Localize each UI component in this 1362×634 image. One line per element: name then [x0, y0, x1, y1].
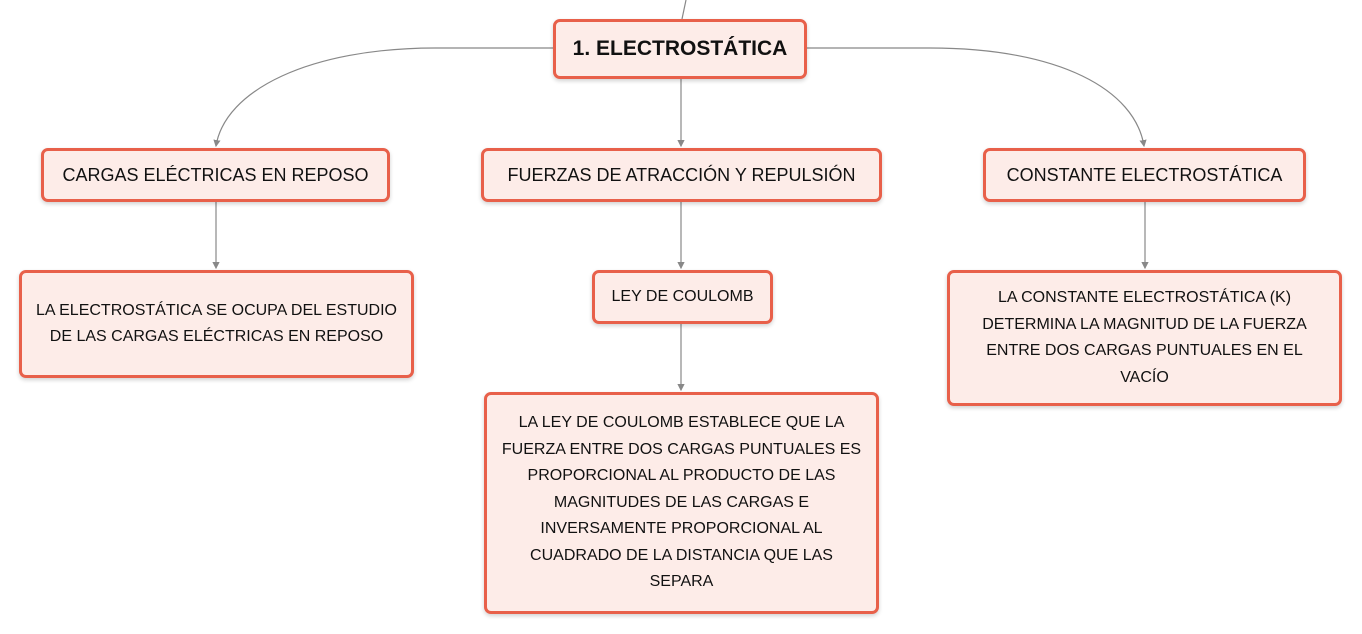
connector-root-to-constante — [807, 47, 1147, 148]
detail-node-cargas-description[interactable]: LA ELECTROSTÁTICA SE OCUPA DEL ESTUDIO D… — [19, 270, 414, 378]
root-node-electrostatica[interactable]: 1. ELECTROSTÁTICA — [553, 19, 807, 79]
detail-node-label: LA LEY DE COULOMB ESTABLECE QUE LA FUERZ… — [501, 414, 862, 591]
connector-root-to-cargas — [213, 47, 553, 148]
topic-node-label: CONSTANTE ELECTROSTÁTICA — [1006, 164, 1283, 185]
subtopic-node-label: LEY DE COULOMB — [611, 288, 754, 305]
topic-node-label: FUERZAS DE ATRACCIÓN Y REPULSIÓN — [507, 164, 856, 185]
subtopic-node-ley-de-coulomb[interactable]: LEY DE COULOMB — [592, 270, 773, 324]
topic-node-cargas-electricas[interactable]: CARGAS ELÉCTRICAS EN REPOSO — [41, 148, 390, 202]
root-node-label: 1. ELECTROSTÁTICA — [572, 37, 788, 60]
detail-node-coulomb-description[interactable]: LA LEY DE COULOMB ESTABLECE QUE LA FUERZ… — [484, 392, 879, 614]
topic-node-label: CARGAS ELÉCTRICAS EN REPOSO — [62, 164, 369, 185]
connector-incoming-root — [681, 0, 687, 20]
detail-node-label: LA CONSTANTE ELECTROSTÁTICA (K) DETERMIN… — [982, 289, 1307, 386]
detail-node-label: LA ELECTROSTÁTICA SE OCUPA DEL ESTUDIO D… — [36, 302, 397, 345]
topic-node-fuerzas[interactable]: FUERZAS DE ATRACCIÓN Y REPULSIÓN — [481, 148, 882, 202]
detail-node-constante-description[interactable]: LA CONSTANTE ELECTROSTÁTICA (K) DETERMIN… — [947, 270, 1342, 406]
topic-node-constante[interactable]: CONSTANTE ELECTROSTÁTICA — [983, 148, 1306, 202]
